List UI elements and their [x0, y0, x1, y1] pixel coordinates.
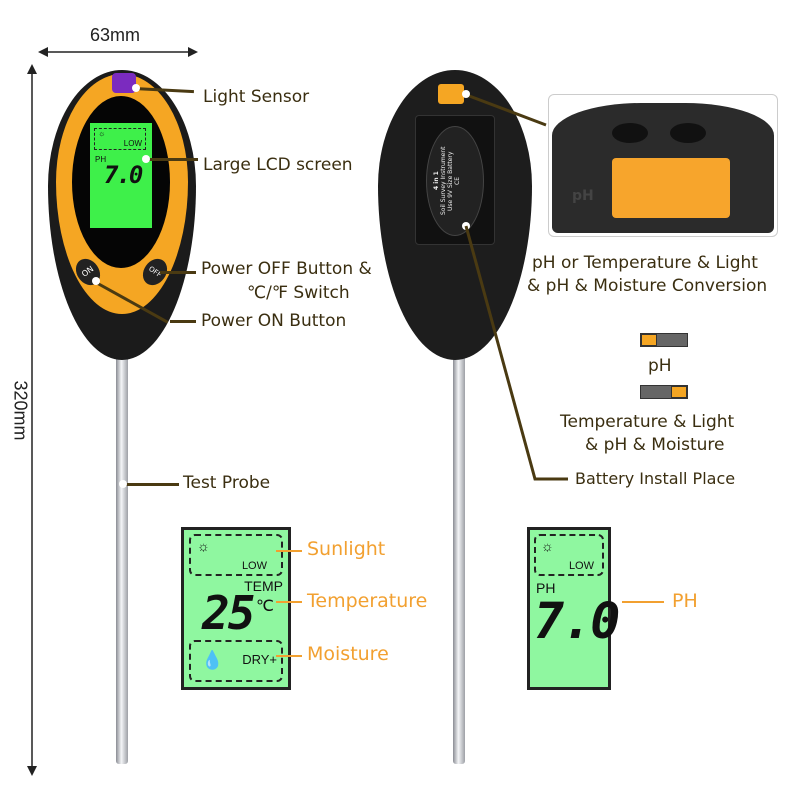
- light-level: LOW: [241, 560, 267, 572]
- battery-label: Battery Install Place: [575, 469, 736, 488]
- width-dimension-label: 63mm: [90, 25, 141, 45]
- temp-label: TEMP: [244, 578, 283, 594]
- slot: [670, 123, 706, 143]
- water-drop-icon: 💧: [201, 650, 224, 670]
- ph-value: 7.0: [534, 592, 620, 650]
- conversion-text-2: & pH & Moisture Conversion: [527, 276, 768, 296]
- switch-ph-icon: [640, 333, 688, 347]
- temperature-label: Temperature: [307, 590, 428, 612]
- light-level: LOW: [568, 560, 594, 572]
- conversion-text-1: pH or Temperature & Light: [532, 253, 758, 273]
- orange-callout-line: [276, 550, 302, 552]
- mode-ph-label: pH: [648, 356, 672, 376]
- power-on-label: Power ON Button: [201, 311, 347, 331]
- orange-callout-line: [276, 601, 302, 603]
- moisture-indicator: 💧 DRY+: [189, 640, 283, 682]
- temp-value: 25: [202, 586, 255, 640]
- test-probe-label: Test Probe: [183, 473, 271, 493]
- switch-knob[interactable]: [612, 158, 730, 218]
- moisture-label: Moisture: [307, 643, 389, 665]
- ph-label: PH: [672, 590, 698, 612]
- temp-unit: ℃: [256, 598, 274, 615]
- power-off-label: Power OFF Button &: [201, 259, 372, 279]
- inset-ph-label: pH: [572, 188, 594, 204]
- lcd-value: 7.0: [104, 161, 143, 189]
- lcd-detail-temperature: ☼ LOW TEMP 25 ℃ 💧 DRY+: [181, 527, 291, 690]
- switch-all-icon: [640, 385, 688, 399]
- mode-switch[interactable]: [438, 84, 464, 104]
- callout-line: [124, 483, 179, 486]
- callout-dot: [462, 90, 470, 98]
- light-sensor-label: Light Sensor: [203, 87, 310, 107]
- sunlight-label: Sunlight: [307, 538, 386, 560]
- lcd-detail-ph: ☼ LOW PH 7.0: [527, 527, 620, 690]
- inset-body: pH: [552, 103, 774, 233]
- callout-dot: [119, 480, 127, 488]
- orange-callout-line: [276, 655, 302, 657]
- callout-dot: [92, 277, 100, 285]
- lcd-screen-label: Large LCD screen: [203, 155, 353, 175]
- moisture-level: DRY+: [242, 652, 277, 667]
- sun-icon: ☼: [197, 538, 210, 554]
- orange-callout-line: [622, 601, 664, 603]
- sunlight-indicator: ☼ LOW: [534, 534, 604, 576]
- switch-inset: pH: [548, 94, 778, 237]
- callout-line: [146, 158, 198, 161]
- callout-line: [170, 320, 196, 323]
- light-indicator: ☼LOW: [94, 128, 146, 150]
- mode-all-label-2: & pH & Moisture: [585, 435, 725, 455]
- battery-cover: 4 in 1 Soil Survey Instrument Use 9V Siz…: [415, 115, 495, 245]
- test-probe: [116, 352, 128, 764]
- back-test-probe: [453, 352, 465, 764]
- front-lcd: ☼LOW PH 7.0: [90, 123, 152, 228]
- callout-dot: [132, 84, 140, 92]
- sunlight-indicator: ☼ LOW: [189, 534, 283, 576]
- slot: [612, 123, 648, 143]
- callout-dot: [142, 155, 150, 163]
- callout-line: [160, 271, 196, 274]
- unit-switch-label: ℃/℉ Switch: [247, 283, 350, 303]
- lcd-unit: PH: [95, 155, 107, 164]
- ph-unit: PH: [536, 580, 556, 596]
- sun-icon: ☼: [541, 538, 554, 554]
- light-sensor: [112, 73, 136, 93]
- mode-all-label-1: Temperature & Light: [560, 412, 735, 432]
